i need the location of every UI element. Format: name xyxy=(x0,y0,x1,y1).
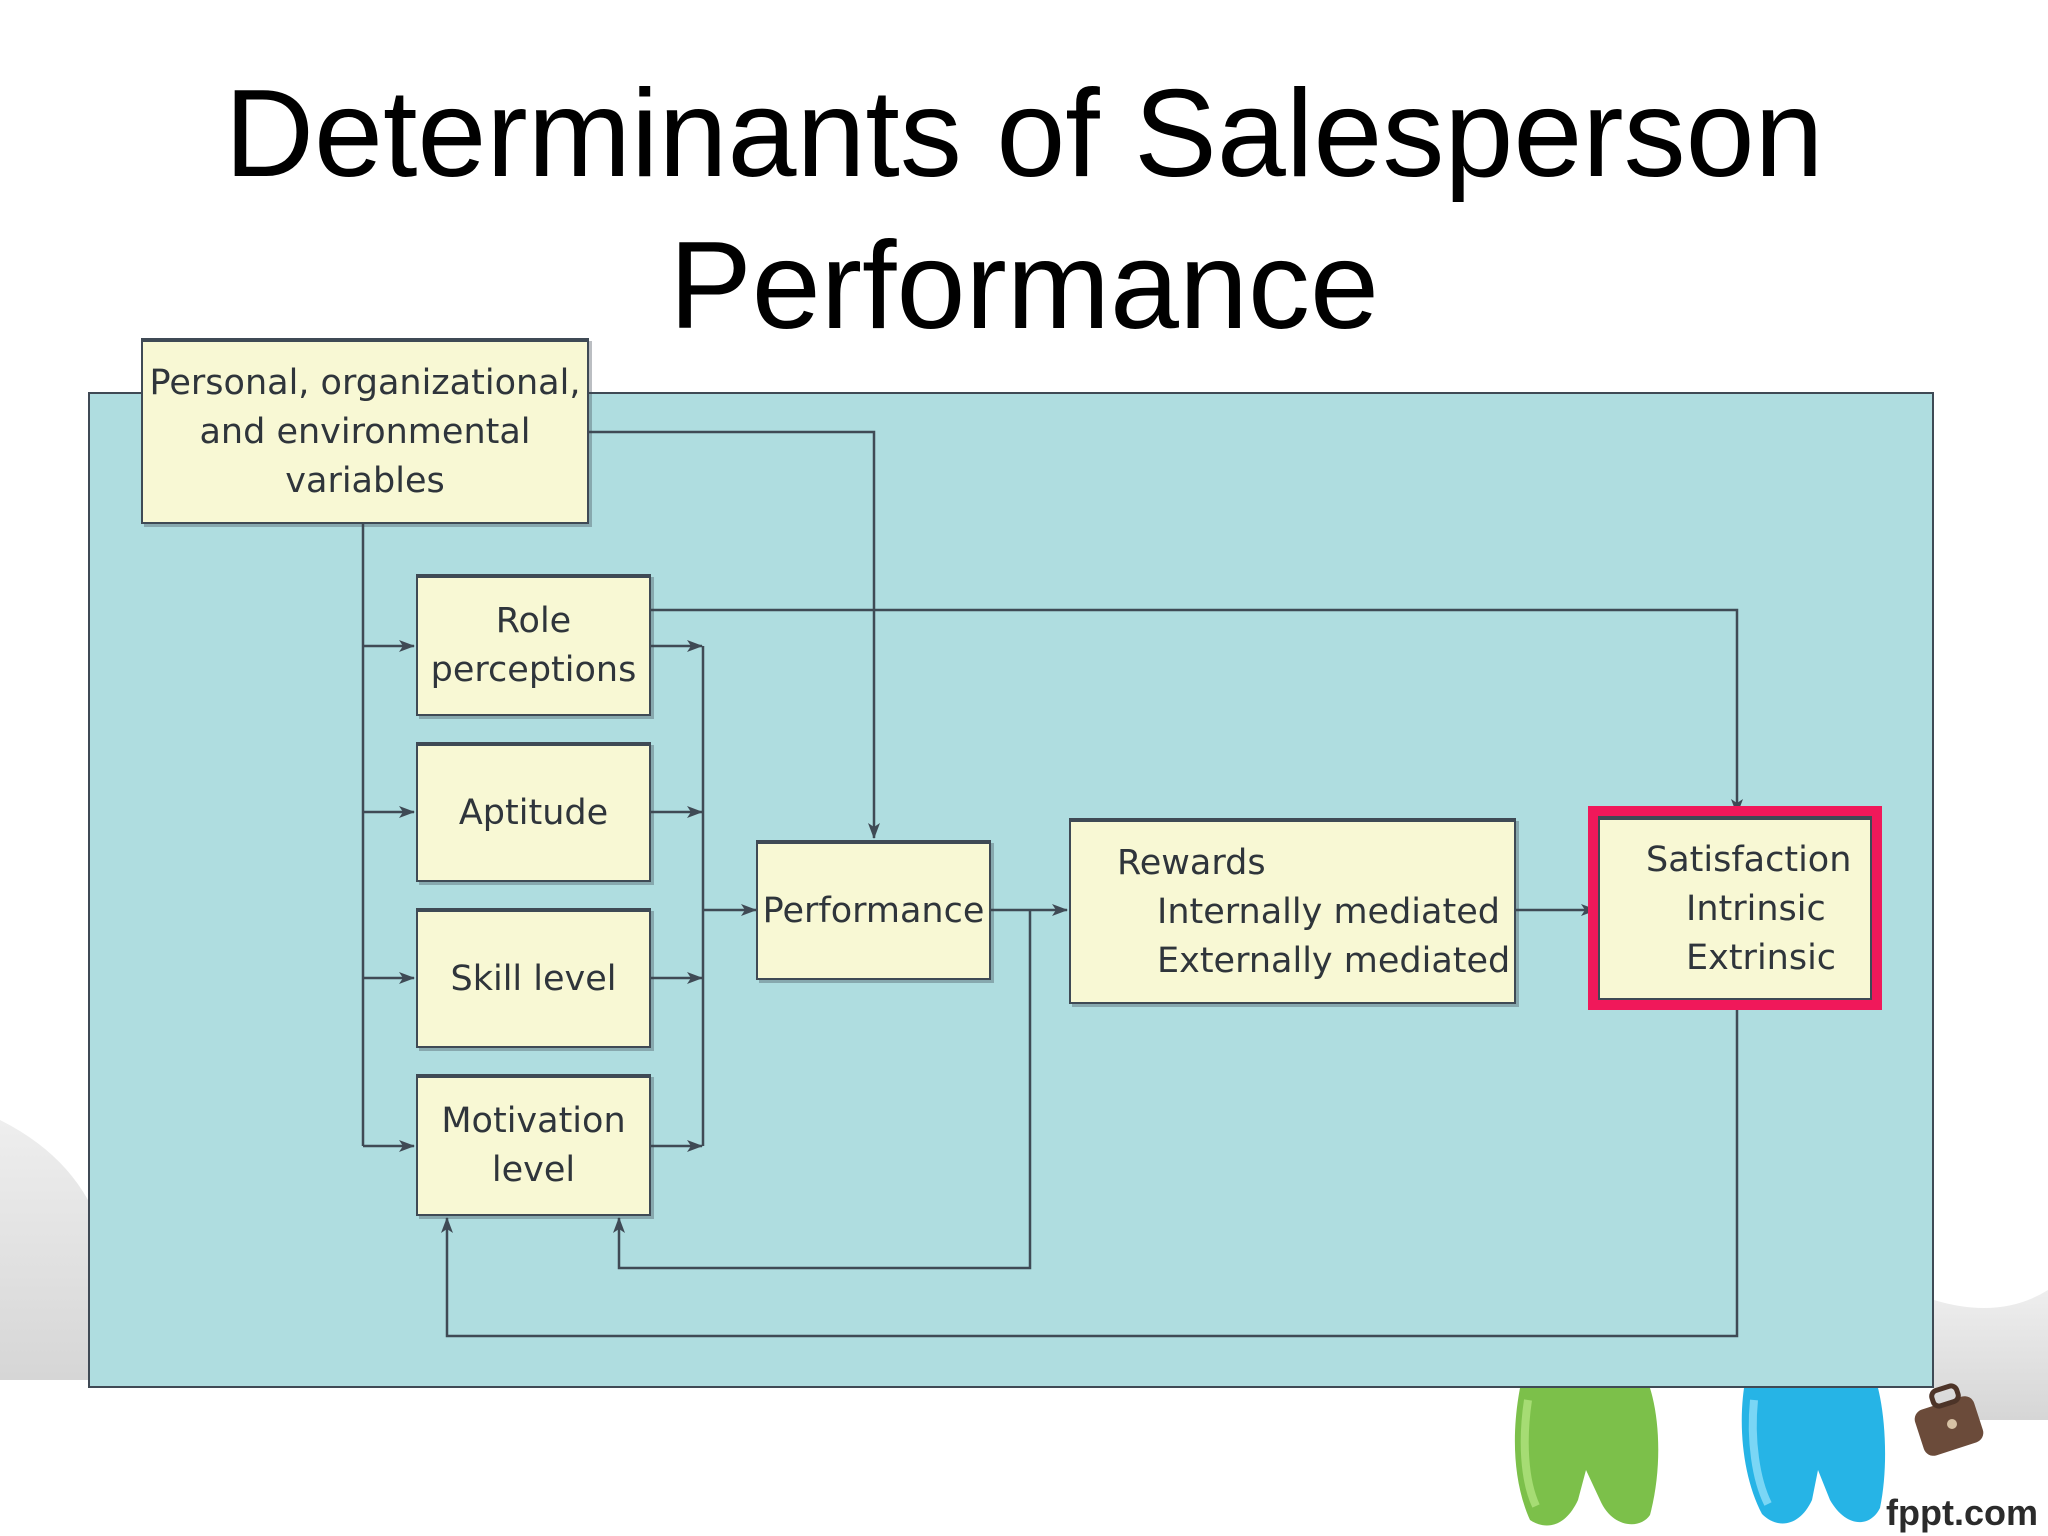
edge-performance-motivation xyxy=(613,910,1032,1270)
blue-figure-icon xyxy=(1741,1388,1886,1524)
edge-satisfaction-motivation xyxy=(441,1002,1739,1338)
node-rewards-line-1: Rewards xyxy=(1117,842,1266,883)
green-figure-icon xyxy=(1514,1388,1659,1526)
node-variables: Personal, organizational, and environmen… xyxy=(141,338,589,524)
node-role-line-2: perceptions xyxy=(430,650,637,690)
satisfaction-highlight-frame xyxy=(1588,806,1882,1010)
briefcase-icon xyxy=(1914,1383,1984,1456)
node-satisfaction-line-2: Intrinsic xyxy=(1686,888,1826,929)
left-swoosh xyxy=(0,1120,88,1380)
node-rewards-line-3: Externally mediated xyxy=(1157,940,1511,981)
page-title: Determinants of Salesperson Performance xyxy=(0,58,2048,362)
node-role-perceptions: Role perceptions xyxy=(416,574,651,716)
node-variables-line-2: and environmental xyxy=(199,411,531,452)
brand-watermark: fppt.com xyxy=(1886,1492,2038,1533)
node-variables-line-1: Personal, organizational, xyxy=(149,362,581,403)
node-satisfaction-line-1: Satisfaction xyxy=(1646,839,1852,880)
title-line-2: Performance xyxy=(669,217,1379,355)
node-motivation-level: Motivation level xyxy=(416,1074,651,1216)
right-swoosh xyxy=(1934,1290,2048,1420)
node-rewards-line-2: Internally mediated xyxy=(1157,891,1500,932)
title-line-1: Determinants of Salesperson xyxy=(224,65,1824,203)
node-satisfaction: Satisfaction Intrinsic Extrinsic xyxy=(1598,816,1872,1000)
node-motivation-line-1: Motivation xyxy=(441,1101,626,1141)
node-aptitude-line-1: Aptitude xyxy=(458,792,609,833)
edge-role-satisfaction xyxy=(651,608,1743,815)
node-performance-line-1: Performance xyxy=(762,890,985,931)
node-performance: Performance xyxy=(756,840,991,980)
node-aptitude: Aptitude xyxy=(416,742,651,882)
node-role-line-1: Role xyxy=(495,601,572,641)
node-skill-line-1: Skill level xyxy=(450,958,617,999)
node-variables-line-3: variables xyxy=(285,460,445,501)
node-satisfaction-line-3: Extrinsic xyxy=(1686,937,1837,978)
node-rewards: Rewards Internally mediated Externally m… xyxy=(1069,818,1516,1004)
edge-variables-performance xyxy=(589,430,880,839)
node-skill-level: Skill level xyxy=(416,908,651,1048)
node-motivation-line-2: level xyxy=(491,1150,576,1190)
